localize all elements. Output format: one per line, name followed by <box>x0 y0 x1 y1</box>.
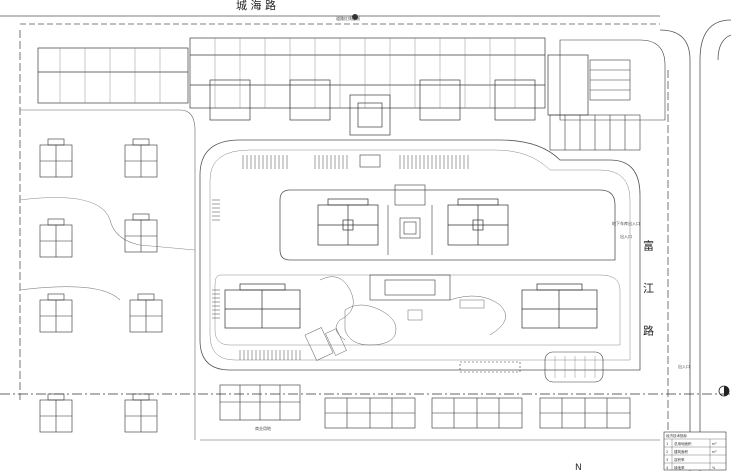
legend-table: 经济技术指标 1 总用地面积 m² 2 建筑面积 m² 3 容积率 4 绿地率 … <box>663 431 727 471</box>
axis-marker-fill-icon <box>724 386 729 396</box>
top-marker-note: 道路红线控制 <box>336 15 360 21</box>
entry-markers <box>352 14 730 397</box>
inner-ring-road <box>199 139 641 371</box>
road-network <box>0 15 731 471</box>
right-entry-note-2: 出入口 <box>620 233 632 239</box>
garden-paths <box>304 276 506 361</box>
road-name-right: 富 江 路 <box>642 239 655 350</box>
central-axis <box>359 154 451 301</box>
tower-4 <box>521 283 598 329</box>
villa-4 <box>124 213 158 253</box>
parking-stalls <box>212 155 469 360</box>
road-right-label: 富 江 路 <box>642 239 655 350</box>
tower-cluster <box>224 198 598 329</box>
villa-5 <box>39 293 73 333</box>
villa-8 <box>124 393 158 433</box>
survey-point-icon <box>352 14 358 20</box>
villa-2 <box>124 138 158 178</box>
annotations: 道路红线控制 地下车库出入口 出入口 出入口 商业用地 <box>255 15 690 431</box>
bottom-townhouses <box>200 384 660 441</box>
road-top-label: 城 海 路 <box>236 0 276 12</box>
legend-title: 经济技术指标 <box>666 433 687 438</box>
road-name-top: 城 海 路 <box>236 0 276 12</box>
legend-row-2-label: 建筑面积 <box>674 449 688 454</box>
legend-row-1-label: 总用地面积 <box>674 441 692 446</box>
legend-row-3-no: 3 <box>666 458 668 462</box>
tower-3 <box>224 283 301 329</box>
legend-row-2-unit: m² <box>712 450 717 454</box>
right-entry-note-3: 出入口 <box>678 363 690 369</box>
legend-row-3-label: 容积率 <box>674 457 685 462</box>
left-villas <box>19 109 196 440</box>
legend-row-2-no: 2 <box>666 450 668 454</box>
building-tag: 商业用地 <box>255 425 271 431</box>
top-right-plaza <box>549 39 666 151</box>
tower-2 <box>447 198 509 246</box>
villa-7 <box>39 393 73 433</box>
villa-6 <box>129 293 163 333</box>
commercial-strip <box>37 37 589 136</box>
legend-row-4-no: 4 <box>666 466 669 470</box>
legend-row-4-unit: % <box>712 466 716 470</box>
legend-row-1-no: 1 <box>666 442 668 446</box>
villa-3 <box>39 218 73 258</box>
legend-row-4-label: 绿地率 <box>674 465 685 470</box>
parking-pad <box>459 351 604 383</box>
legend-row-1-unit: m² <box>712 442 717 446</box>
tower-1 <box>317 198 379 246</box>
north-hint: N <box>575 463 582 471</box>
right-entry-note-1: 地下车库出入口 <box>612 220 640 226</box>
villa-1 <box>39 138 73 178</box>
